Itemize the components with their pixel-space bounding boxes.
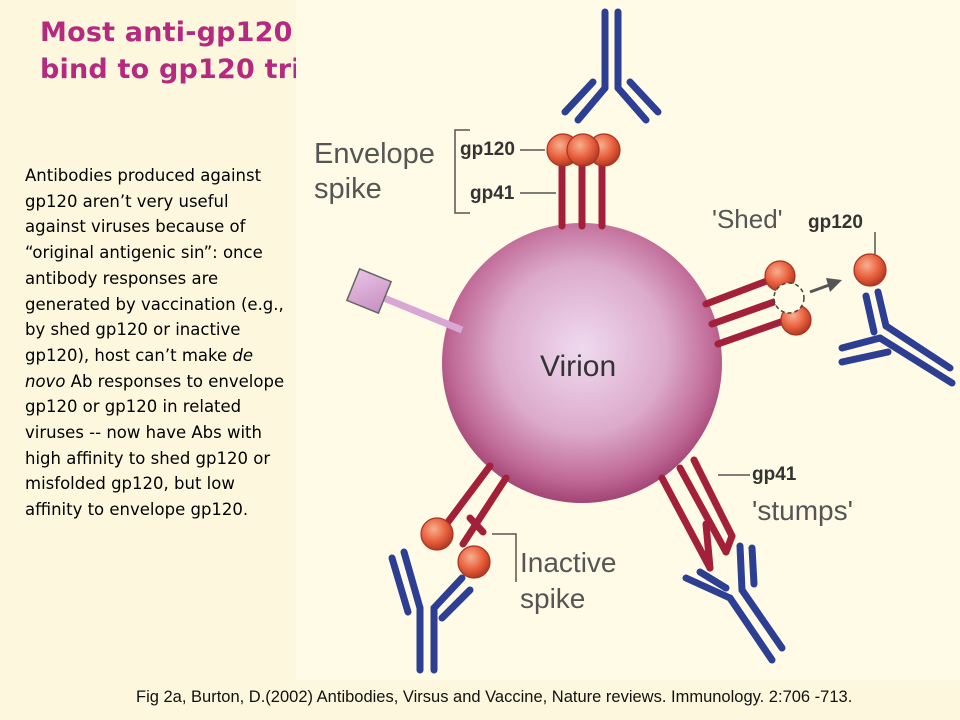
stumps-label: 'stumps'	[752, 495, 853, 526]
envelope-spike-label-1: Envelope	[314, 138, 435, 170]
virion	[442, 223, 722, 503]
envelope-spike-bracket	[454, 129, 470, 214]
figure-caption: Fig 2a, Burton, D.(2002) Antibodies, Vir…	[136, 688, 853, 706]
shed-gp120-label: gp120	[808, 212, 863, 233]
shed-gp120	[853, 253, 887, 287]
empty-gp120-site	[773, 282, 805, 314]
membrane-probe	[345, 267, 464, 334]
antibody-top	[561, 8, 662, 124]
envelope-spike-label-2: spike	[314, 173, 382, 205]
gp41-label: gp41	[470, 183, 515, 204]
antibody-right	[838, 288, 956, 387]
shed-label: 'Shed'	[712, 204, 783, 234]
inactive-label-1: Inactive	[520, 547, 617, 578]
antibody-bottom-right	[682, 542, 786, 664]
inactive-spike	[420, 462, 517, 582]
explanation-part-1: Antibodies produced against gp120 aren’t…	[25, 166, 284, 365]
stumps-gp41-label: gp41	[752, 464, 797, 485]
explanation-italic: de novo	[25, 345, 254, 391]
explanation-part-2: Ab responses to envelope gp120 or gp120 …	[25, 371, 285, 520]
inactive-label-2: spike	[520, 583, 585, 614]
gp41-stumps	[658, 456, 736, 572]
shed-spike	[702, 232, 887, 348]
envelope-spike	[546, 133, 621, 230]
explanation-text: Antibodies produced against gp120 aren’t…	[25, 163, 293, 523]
antibody-bottom-left	[388, 548, 474, 674]
virion-label: Virion	[540, 350, 616, 383]
gp120-label: gp120	[460, 139, 515, 160]
